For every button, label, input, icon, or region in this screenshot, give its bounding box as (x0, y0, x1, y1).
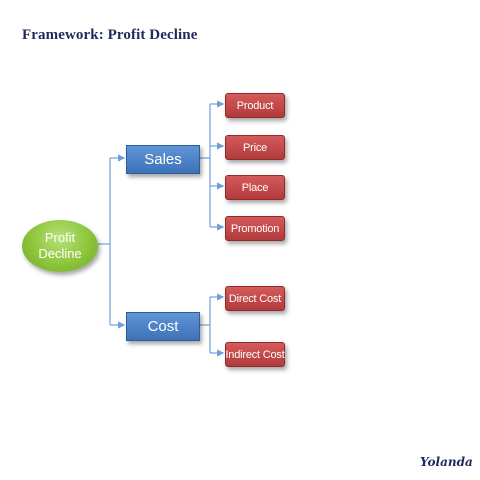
node-sales-label: Sales (144, 151, 182, 168)
node-cost: Cost (126, 312, 200, 341)
node-product-label: Product (236, 99, 274, 112)
root-node-label: Profit Decline (38, 230, 82, 261)
node-price-label: Price (242, 141, 268, 154)
node-promotion-label: Promotion (230, 222, 280, 235)
node-indirect-cost-label: Indirect Cost (225, 348, 285, 361)
root-node-profit-decline: Profit Decline (22, 220, 98, 272)
node-place: Place (225, 175, 285, 200)
node-direct-cost-label: Direct Cost (228, 292, 282, 305)
node-sales: Sales (126, 145, 200, 174)
node-price: Price (225, 135, 285, 160)
node-promotion: Promotion (225, 216, 285, 241)
brand-logo: Yolanda (420, 455, 473, 469)
node-cost-label: Cost (147, 318, 179, 335)
page-title: Framework: Profit Decline (22, 27, 198, 43)
node-indirect-cost: Indirect Cost (225, 342, 285, 367)
node-direct-cost: Direct Cost (225, 286, 285, 311)
node-place-label: Place (241, 181, 269, 194)
node-product: Product (225, 93, 285, 118)
